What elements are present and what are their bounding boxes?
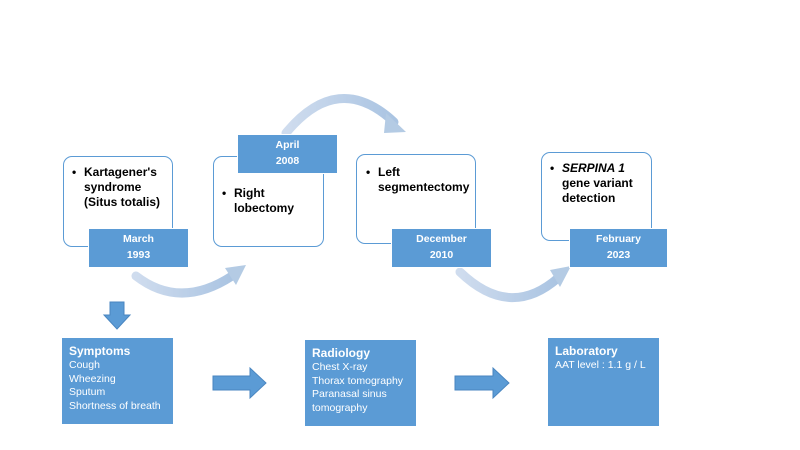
- event-text-1993: • Kartagener's syndrome (Situs totalis): [72, 165, 172, 210]
- curved-arrow-2008-2010-head: [384, 113, 406, 133]
- date-tab-2023: February 2023: [569, 228, 668, 268]
- date-month: February: [596, 233, 641, 245]
- curved-arrow-2010-2023: [455, 267, 563, 302]
- curved-arrow-1993-2008-head: [225, 265, 246, 285]
- radiology-box: Radiology Chest X-ray Thorax tomography …: [304, 339, 417, 427]
- bullet-icon: •: [222, 186, 227, 200]
- event-line: gene variant: [562, 176, 633, 190]
- event-line: (Situs totalis): [84, 195, 161, 209]
- right-arrow-symptoms-radiology: [212, 366, 267, 400]
- radiology-item: Paranasal sinus: [312, 388, 387, 400]
- date-year: 1993: [126, 249, 151, 261]
- event-line: syndrome: [84, 180, 142, 194]
- symptom-item: Cough: [69, 359, 100, 371]
- date-tab-2010: December 2010: [391, 228, 492, 268]
- date-month: March: [123, 233, 154, 245]
- radiology-item: tomography: [312, 401, 368, 414]
- right-arrow-radiology-laboratory: [454, 366, 510, 400]
- event-line: Kartagener's: [84, 165, 157, 179]
- event-line: lobectomy: [234, 201, 295, 215]
- down-arrow-symptoms: [102, 301, 132, 330]
- date-month: April: [275, 139, 300, 151]
- date-tab-1993: March 1993: [88, 228, 189, 268]
- event-text-2008: • Right lobectomy: [222, 186, 322, 216]
- gene-name: SERPINA 1: [562, 161, 625, 175]
- date-tab-2008: April 2008: [237, 134, 338, 174]
- symptom-item: Shortness of breath: [69, 399, 161, 412]
- event-text-2023: • SERPINA 1 gene variant detection: [550, 161, 650, 206]
- radiology-title: Radiology: [312, 346, 371, 360]
- laboratory-item: AAT level : 1.1 g / L: [555, 359, 646, 371]
- event-line: segmentectomy: [378, 180, 470, 194]
- curved-arrow-2008-2010: [281, 94, 399, 138]
- radiology-item: Chest X-ray: [312, 361, 368, 373]
- event-line: detection: [562, 191, 616, 205]
- radiology-item: Thorax tomography: [312, 374, 404, 387]
- date-year: 2010: [429, 249, 454, 261]
- bullet-icon: •: [366, 165, 371, 179]
- laboratory-title: Laboratory: [555, 344, 618, 358]
- date-month: December: [416, 233, 467, 245]
- event-line: Right: [234, 186, 265, 200]
- curved-arrow-2010-2023-head: [550, 266, 571, 287]
- date-year: 2008: [275, 155, 300, 167]
- symptoms-title: Symptoms: [69, 344, 131, 358]
- event-box-2023: [541, 152, 652, 241]
- bullet-icon: •: [550, 161, 555, 175]
- laboratory-box: Laboratory AAT level : 1.1 g / L: [547, 337, 660, 427]
- symptom-item: Sputum: [69, 386, 106, 398]
- bullet-icon: •: [72, 165, 77, 179]
- event-text-2010: • Left segmentectomy: [366, 165, 471, 195]
- symptom-item: Wheezing: [69, 372, 116, 385]
- symptoms-box: Symptoms Cough Wheezing Sputum Shortness…: [61, 337, 174, 425]
- event-line: Left: [378, 165, 400, 179]
- curved-arrow-1993-2008: [131, 271, 237, 298]
- date-year: 2023: [606, 249, 631, 261]
